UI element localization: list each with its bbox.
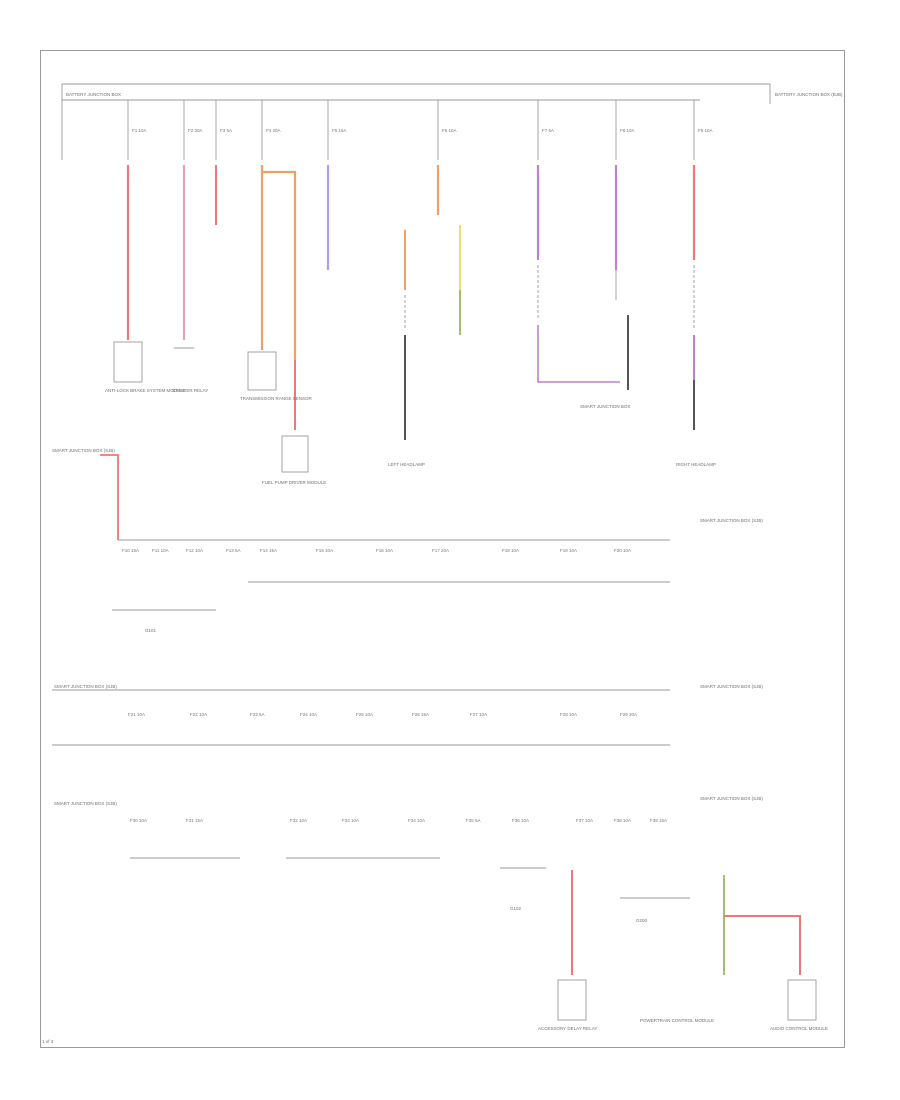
bus-left-label: BATTERY JUNCTION BOX xyxy=(66,92,121,97)
pcm-label: POWERTRAIN CONTROL MODULE xyxy=(640,1018,714,1023)
row2-fuse-9: F29 20A xyxy=(620,712,637,717)
ground-g200: G200 xyxy=(636,918,648,923)
row1-fuse-block: SMART JUNCTION BOX (SJB) SMART JUNCTION … xyxy=(52,448,763,633)
row3-fuse-6: F35 5A xyxy=(466,818,481,823)
row3-fuse-7: F36 10A xyxy=(512,818,529,823)
audio-module-label: AUDIO CONTROL MODULE xyxy=(770,1026,828,1031)
fuel-pump-module xyxy=(281,435,309,473)
fuse-label-f2: F2 30A xyxy=(188,128,203,133)
row2-fuse-5: F25 10A xyxy=(356,712,373,717)
fuse-label-f7: F7 5A xyxy=(542,128,554,133)
fuse-label-f1: F1 10A xyxy=(132,128,147,133)
audio-module xyxy=(787,979,817,1021)
row1-fuse-6: F15 10A xyxy=(316,548,333,553)
accessory-relay xyxy=(557,979,587,1021)
row1-fuse-9: F18 10A xyxy=(502,548,519,553)
row3-fuse-10: F39 15A xyxy=(650,818,667,823)
bottom-branches: ACCESSORY DELAY RELAY POWERTRAIN CONTROL… xyxy=(538,870,828,1031)
row1-fuse-3: F12 10A xyxy=(186,548,203,553)
row2-sjb-label: SMART JUNCTION BOX (SJB) xyxy=(700,684,763,689)
trs-sensor-label: TRANSMISSION RANGE SENSOR xyxy=(240,396,313,401)
sjb-label: SMART JUNCTION BOX xyxy=(580,404,630,409)
diagram-frame xyxy=(40,50,845,1048)
row1-fuse-8: F17 20A xyxy=(432,548,449,553)
row1-fuse-10: F19 10A xyxy=(560,548,577,553)
row1-fuse-2: F11 10A xyxy=(152,548,169,553)
row2-feed-label: SMART JUNCTION BOX (SJB) xyxy=(54,684,117,689)
fuel-pump-label: FUEL PUMP DRIVER MODULE xyxy=(262,480,326,485)
bus-right-label: BATTERY JUNCTION BOX (BJB) xyxy=(775,92,843,97)
row2-fuse-1: F21 10A xyxy=(128,712,145,717)
row1-fuse-11: F20 10A xyxy=(614,548,631,553)
fuse-label-f9: F9 10A xyxy=(698,128,713,133)
row2-fuse-4: F24 10A xyxy=(300,712,317,717)
fuse-label-f4: F4 20A xyxy=(266,128,281,133)
row3-fuse-1: F30 10A xyxy=(130,818,147,823)
row2-fuse-3: F23 5A xyxy=(250,712,265,717)
page-number: 1 of 3 xyxy=(42,1039,54,1044)
row3-fuse-4: F33 10A xyxy=(342,818,359,823)
row2-fuse-2: F22 10A xyxy=(190,712,207,717)
ground-g101: G101 xyxy=(145,628,157,633)
row3-fuse-8: F37 10A xyxy=(576,818,593,823)
row2-fuse-8: F28 10A xyxy=(560,712,577,717)
row1-fuse-5: F14 15A xyxy=(260,548,277,553)
fuse-label-f8: F8 10A xyxy=(620,128,635,133)
row1-fuse-1: F10 15A xyxy=(122,548,139,553)
row3-fuse-9: F38 10A xyxy=(614,818,631,823)
row3-fuse-block: SMART JUNCTION BOX (SJB) SMART JUNCTION … xyxy=(54,796,763,923)
row3-fuse-2: F31 15A xyxy=(186,818,203,823)
wire-orange-1 xyxy=(260,165,297,360)
trs-sensor xyxy=(247,351,277,391)
row3-sjb-label: SMART JUNCTION BOX (SJB) xyxy=(700,796,763,801)
row3-feed-label: SMART JUNCTION BOX (SJB) xyxy=(54,801,117,806)
fuse-label-f3: F3 5A xyxy=(220,128,232,133)
row1-fuse-7: F16 10A xyxy=(376,548,393,553)
starter-relay-label: STARTER RELAY xyxy=(172,388,208,393)
right-headlamp-label: RIGHT HEADLAMP xyxy=(676,462,716,467)
row1-feed-label: SMART JUNCTION BOX (SJB) xyxy=(52,448,115,453)
fuse-label-f5: F5 15A xyxy=(332,128,347,133)
accessory-relay-label: ACCESSORY DELAY RELAY xyxy=(538,1026,597,1031)
row3-fuse-3: F32 10A xyxy=(290,818,307,823)
row2-fuse-block: SMART JUNCTION BOX (SJB) SMART JUNCTION … xyxy=(52,684,763,746)
fuse-label-f6: F6 10A xyxy=(442,128,457,133)
row1-sjb-label: SMART JUNCTION BOX (SJB) xyxy=(700,518,763,523)
left-headlamp-label: LEFT HEADLAMP xyxy=(388,462,425,467)
ground-g102: G102 xyxy=(510,906,522,911)
top-power-bus: BATTERY JUNCTION BOX BATTERY JUNCTION BO… xyxy=(61,83,843,160)
abs-module xyxy=(113,341,143,383)
row3-fuse-5: F34 10A xyxy=(408,818,425,823)
top-fuse-branches: F1 10A ANTI-LOCK BRAKE SYSTEM MODULE F2 … xyxy=(105,100,716,485)
row1-fuse-4: F13 5A xyxy=(226,548,241,553)
abs-module-label: ANTI-LOCK BRAKE SYSTEM MODULE xyxy=(105,388,186,393)
row2-fuse-7: F27 10A xyxy=(470,712,487,717)
row2-fuse-6: F26 15A xyxy=(412,712,429,717)
